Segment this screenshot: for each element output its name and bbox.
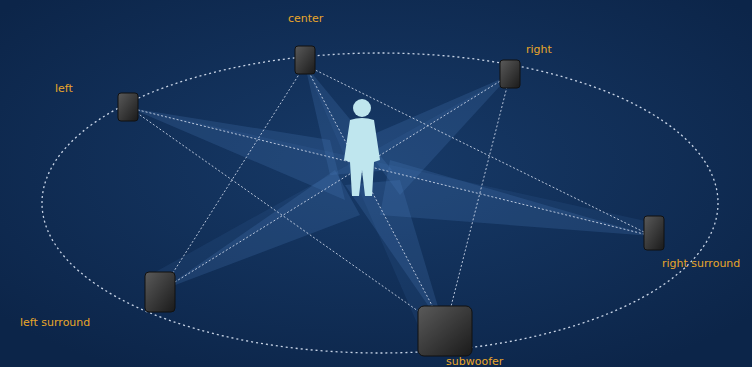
speaker-label: left surround [20, 316, 90, 329]
sound-beams [130, 65, 652, 330]
listener-figure [344, 99, 380, 196]
speakers [118, 46, 664, 356]
speaker-label: center [288, 12, 323, 25]
speaker-label: subwoofer [446, 355, 503, 367]
listening-circle [42, 53, 718, 353]
speaker-label: right [526, 43, 552, 56]
star-lines [130, 65, 652, 330]
speaker-label: right surround [662, 257, 740, 270]
speaker-label: left [55, 82, 73, 95]
